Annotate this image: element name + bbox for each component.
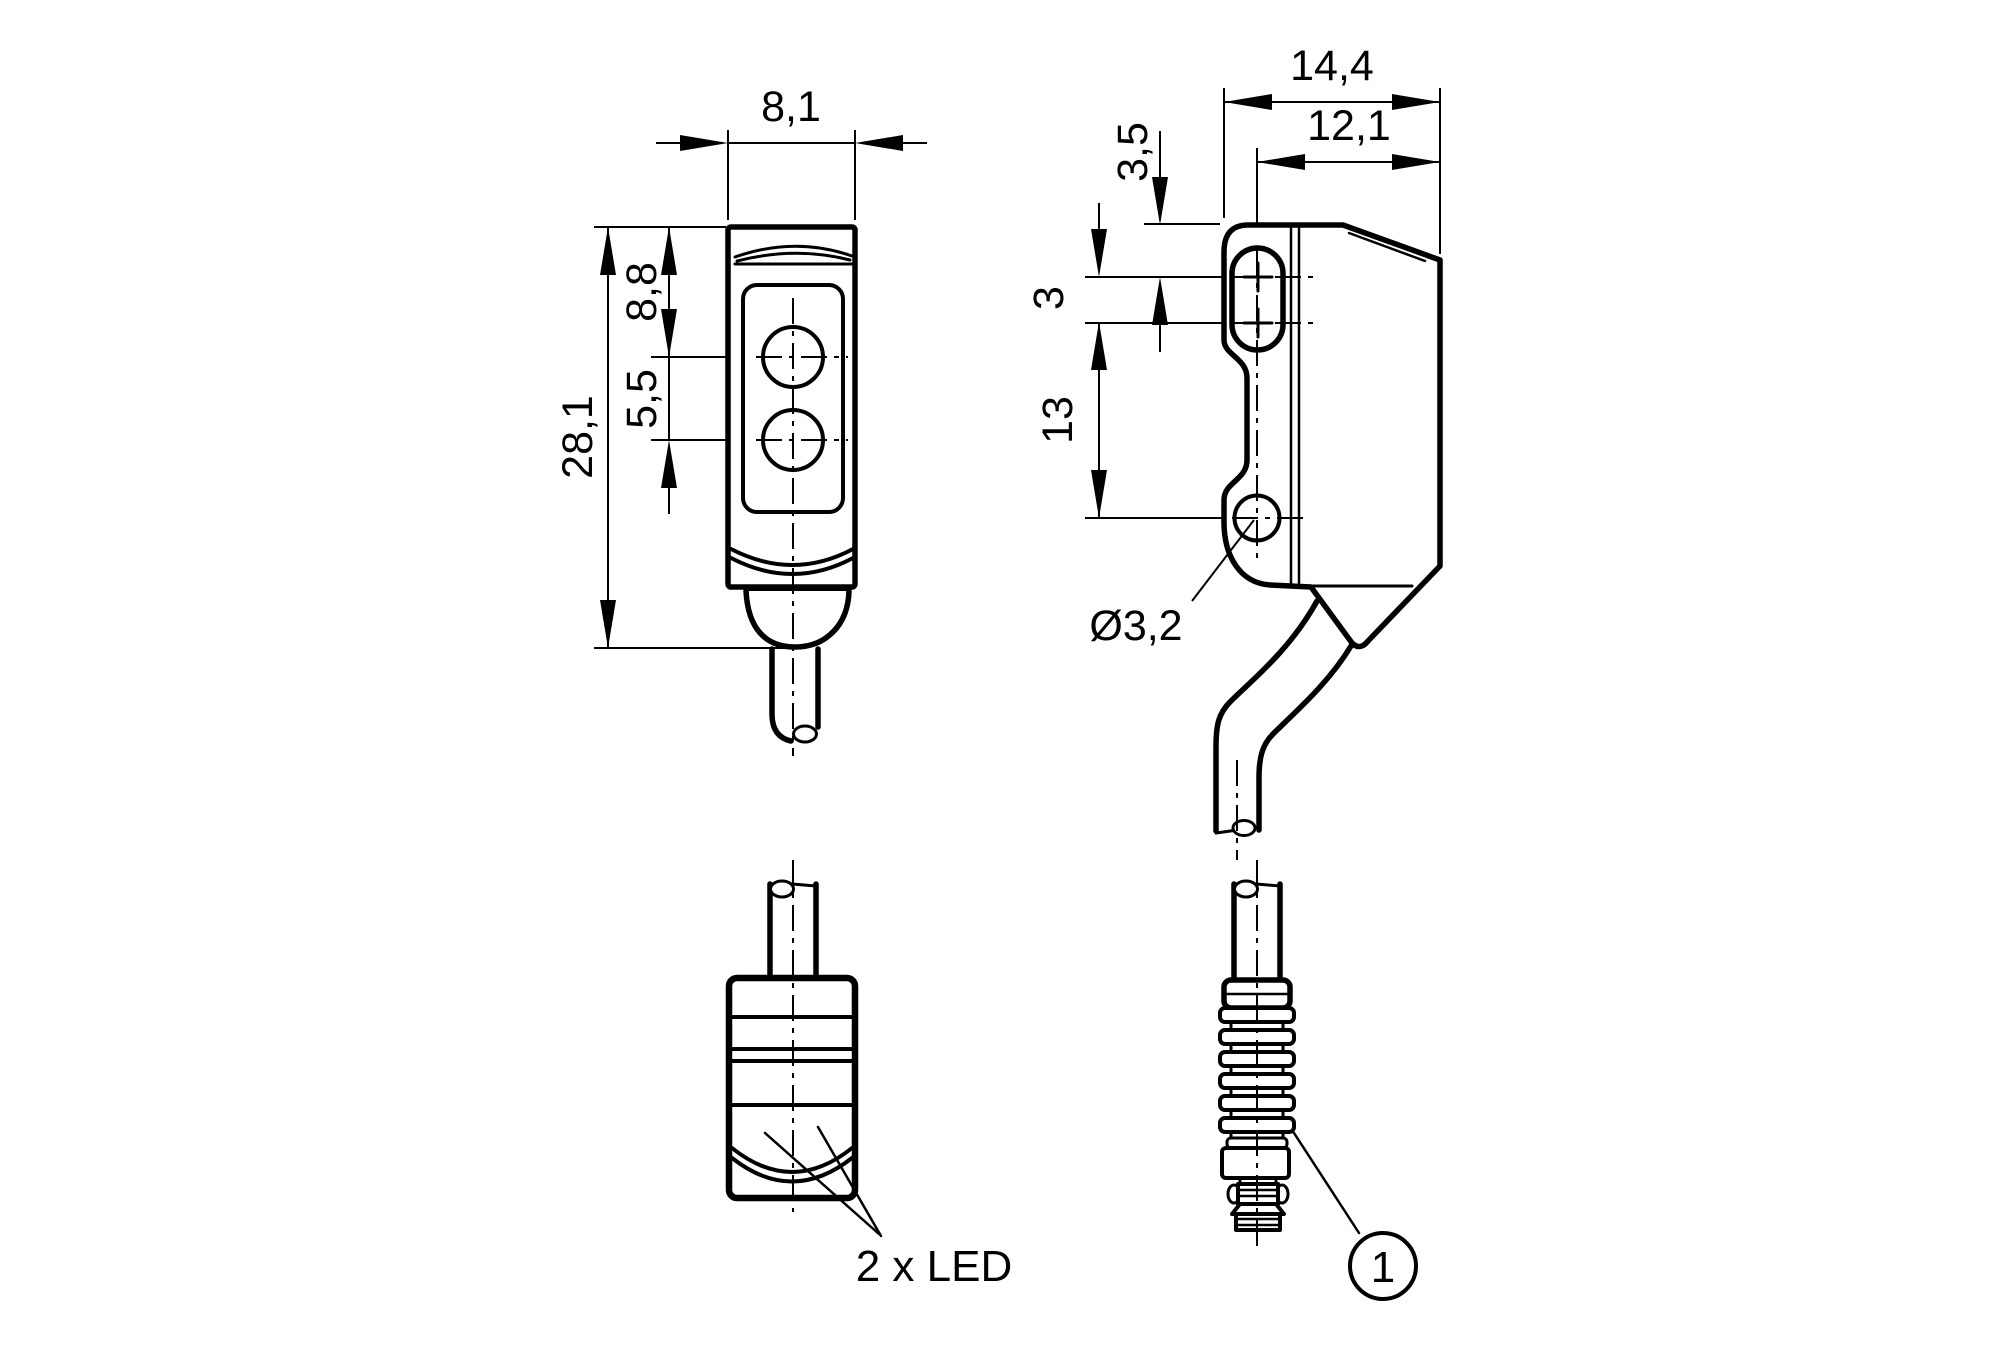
cable-cut-end bbox=[769, 879, 795, 899]
bottom-window-arc bbox=[729, 547, 855, 567]
side-view: 14,4 12,1 3,5 3 13 bbox=[1025, 42, 1443, 860]
cable-gland-dome bbox=[743, 588, 852, 650]
callout-circle bbox=[1348, 1231, 1418, 1301]
lens-arc bbox=[735, 251, 852, 263]
cable-edge bbox=[1213, 598, 1320, 834]
chamfer-edge bbox=[1347, 231, 1427, 263]
dimension-label-side-slot-to-hole: 13 bbox=[1034, 396, 1082, 444]
callout-number: 1 bbox=[1371, 1243, 1395, 1292]
dimension-side-top-to-slot: 3,5 bbox=[1109, 122, 1220, 352]
connector-sleeve bbox=[1220, 1146, 1291, 1180]
dimension-side-slot-to-front: 12,1 bbox=[1256, 102, 1440, 250]
dimension-side-slot-length: 3 bbox=[1025, 203, 1107, 310]
rear-view: 2 x LED bbox=[725, 860, 1013, 1291]
cable-edge bbox=[1256, 643, 1354, 833]
dimension-label-front-top-to-axis: 8,8 bbox=[618, 262, 666, 322]
dimension-front-width: 8,1 bbox=[656, 83, 927, 220]
leader-line bbox=[763, 1131, 881, 1236]
led-window-arc bbox=[730, 1146, 854, 1174]
front-view: 8,1 28,1 8,8 5,5 bbox=[554, 83, 927, 756]
cable-cut-end bbox=[1231, 819, 1257, 837]
dimension-label-side-top-to-slot: 3,5 bbox=[1109, 122, 1157, 182]
connector-view: 1 bbox=[1218, 860, 1418, 1301]
dimension-side-depth: 14,4 bbox=[1223, 42, 1441, 254]
cable-cut-end bbox=[792, 724, 818, 744]
dimension-label-front-width: 8,1 bbox=[761, 83, 821, 131]
leader-line bbox=[1292, 1131, 1361, 1235]
dimension-label-side-slot-length: 3 bbox=[1025, 286, 1073, 310]
leader-line bbox=[1191, 519, 1255, 602]
cable-cut-line bbox=[790, 882, 818, 888]
dimension-side-slot-to-hole: 13 bbox=[1034, 322, 1107, 518]
led-annotation: 2 x LED bbox=[763, 1125, 1013, 1291]
connector-callout: 1 bbox=[1292, 1131, 1418, 1301]
dimension-front-axis-spacing: 5,5 bbox=[618, 357, 677, 514]
cable-cut-line bbox=[1254, 882, 1282, 888]
cable-cut-end bbox=[1233, 879, 1259, 899]
cable-edge bbox=[769, 646, 794, 744]
leader-line bbox=[816, 1125, 883, 1238]
hole-diameter-label: Ø3,2 bbox=[1089, 602, 1182, 650]
lens-arc bbox=[733, 244, 854, 259]
hole-diameter-callout: Ø3,2 bbox=[1089, 519, 1255, 650]
dimension-label-side-slot-to-front: 12,1 bbox=[1307, 102, 1391, 150]
dimension-label-front-height: 28,1 bbox=[554, 395, 602, 479]
led-label: 2 x LED bbox=[856, 1242, 1013, 1291]
dimension-front-top-to-axis: 8,8 bbox=[618, 227, 677, 357]
dimension-label-front-axis-spacing: 5,5 bbox=[618, 369, 666, 429]
dimension-front-height: 28,1 bbox=[554, 226, 795, 649]
dimension-label-side-depth: 14,4 bbox=[1290, 42, 1374, 90]
